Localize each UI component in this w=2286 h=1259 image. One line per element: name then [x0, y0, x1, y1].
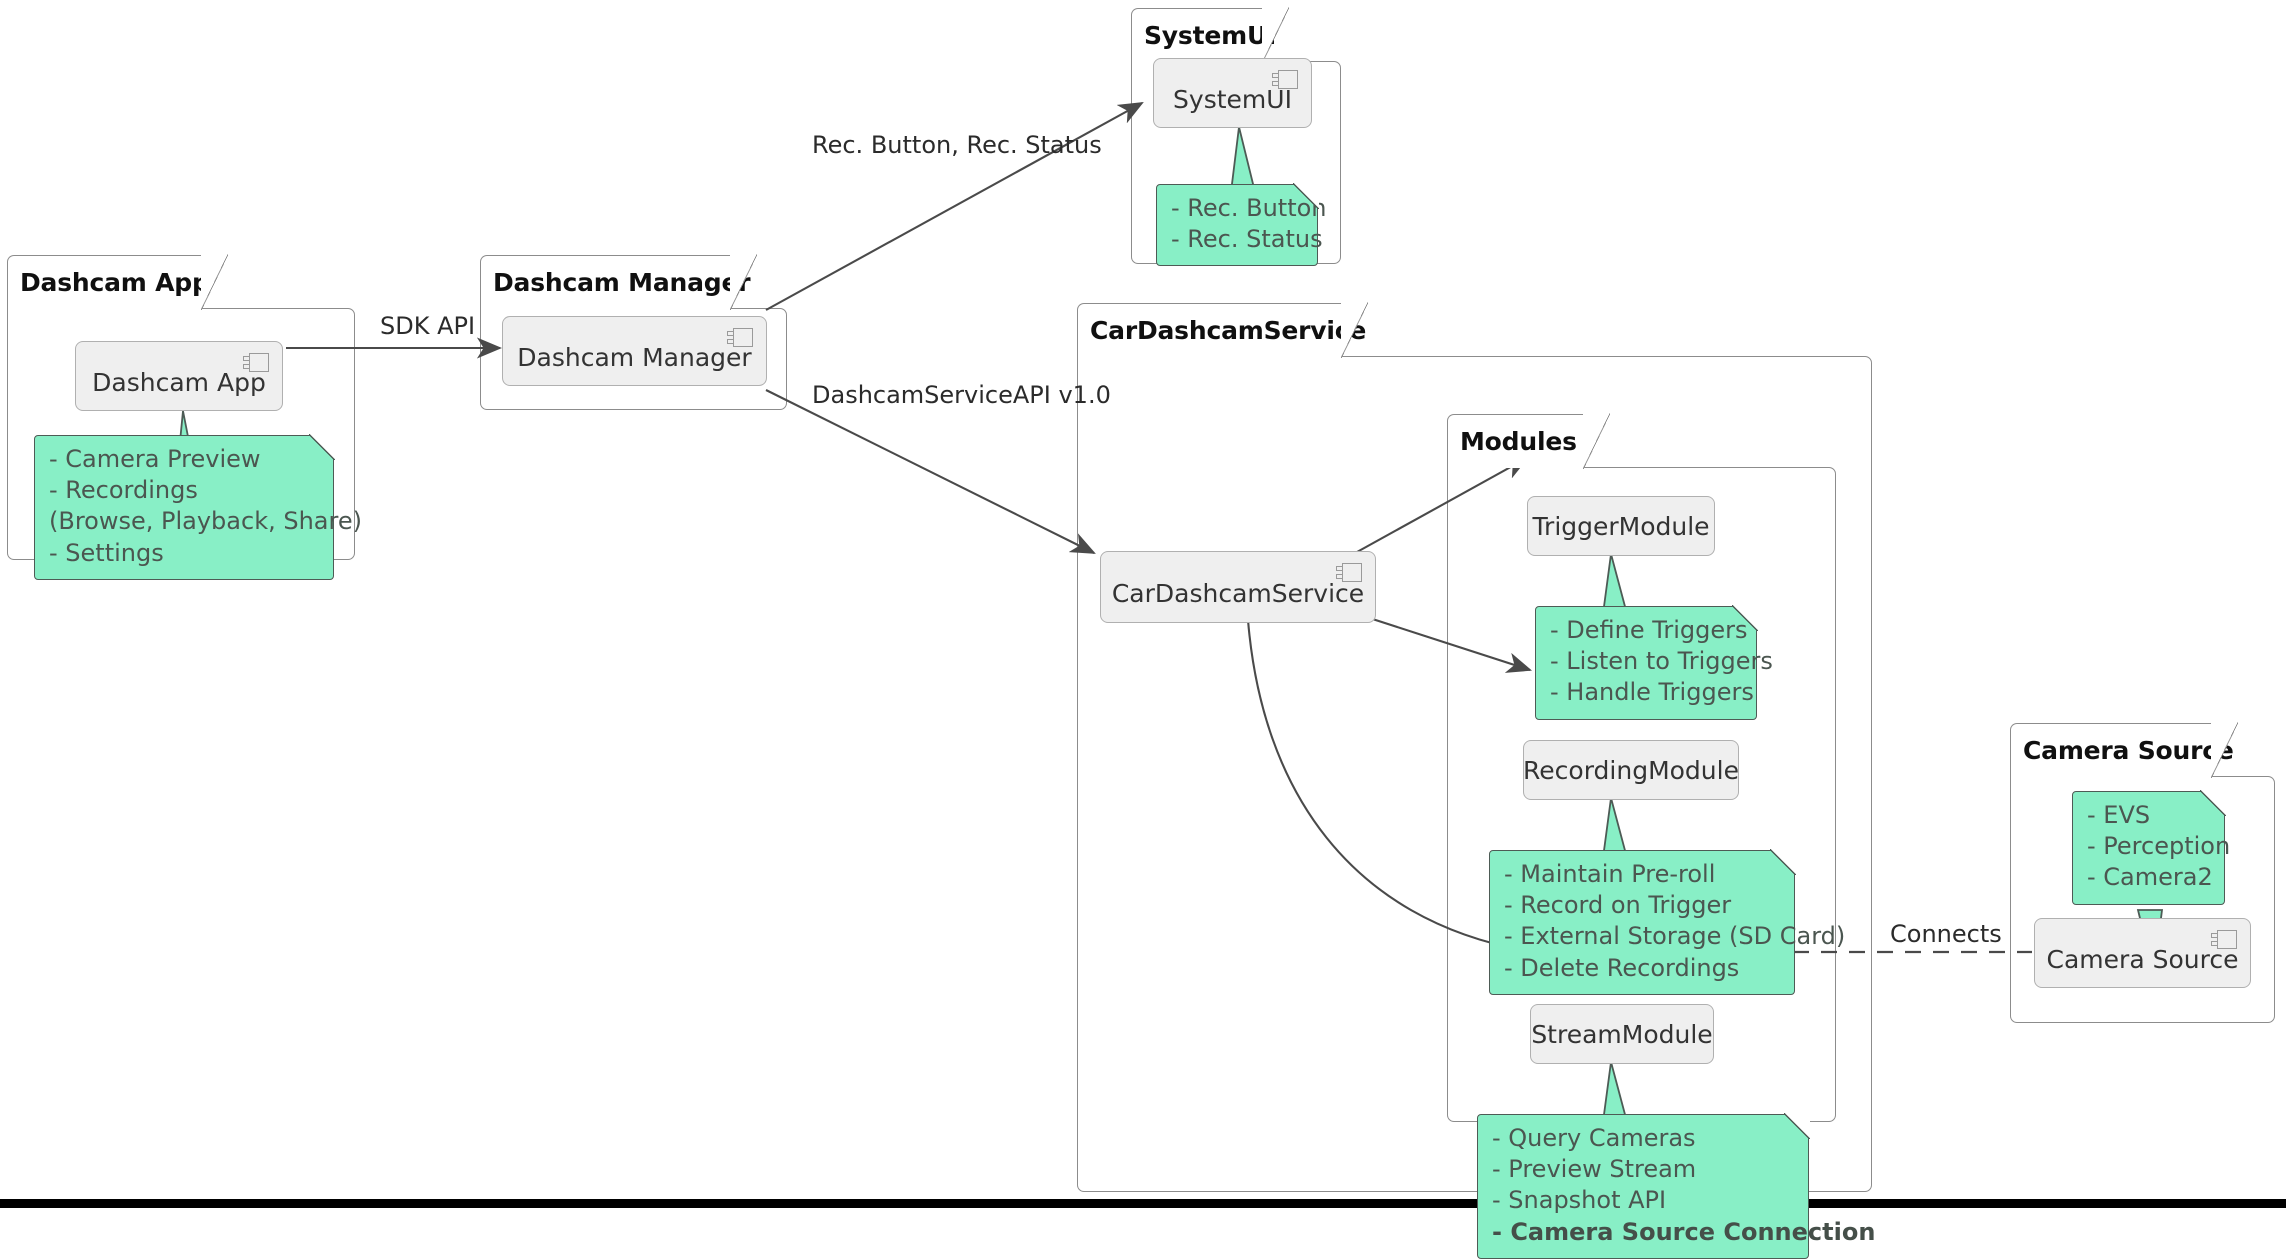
- note-line: - Perception: [2087, 832, 2231, 861]
- note-line: - EVS: [2087, 801, 2151, 829]
- note-line: - Rec. Status: [1171, 225, 1323, 254]
- edge-label-dashcam-service-api: DashcamServiceAPI v1.0: [812, 381, 1111, 409]
- bottom-border-bar: [0, 1199, 2286, 1208]
- package-camera-source: Camera Source - EVS - Perception - Camer…: [2010, 722, 2275, 1023]
- note-line: - Define Triggers: [1550, 616, 1748, 644]
- note-line: - Maintain Pre-roll: [1504, 860, 1716, 888]
- note-camera-source: - EVS - Perception - Camera2: [2072, 790, 2231, 905]
- uml-component-icon: [727, 328, 753, 347]
- uml-component-icon: [2211, 930, 2237, 949]
- note-fold-icon: [1783, 1113, 1810, 1140]
- component-stream-module[interactable]: StreamModule: [1530, 1004, 1714, 1064]
- note-fold-icon: [1292, 183, 1319, 210]
- component-dashcam-app[interactable]: Dashcam App: [75, 341, 283, 411]
- edge-service-trigger: [1356, 456, 1529, 553]
- note-line: - Handle Triggers: [1550, 678, 1754, 707]
- note-line: - Camera2: [2087, 863, 2213, 892]
- note-line: - External Storage (SD Card): [1504, 922, 1846, 951]
- note-recording-module: - Maintain Pre-roll - Record on Trigger …: [1489, 849, 1846, 995]
- component-camera-source[interactable]: Camera Source: [2034, 918, 2251, 988]
- note-line: - Camera Preview: [49, 445, 261, 473]
- edge-rec-button-status: [765, 101, 1144, 311]
- edge-service-stream: [1246, 619, 1531, 958]
- note-dashcam-app: - Camera Preview - Recordings (Browse, P…: [34, 434, 362, 580]
- note-system-ui: - Rec. Button - Rec. Status: [1156, 183, 1327, 267]
- note-line: - Rec. Button: [1171, 194, 1327, 222]
- package-title-system-ui: SystemUI: [1131, 7, 1289, 63]
- package-dashcam-manager: Dashcam Manager Dashcam Manager: [480, 254, 787, 410]
- component-label: CarDashcamService: [1111, 578, 1365, 608]
- note-line: - Query Cameras: [1492, 1124, 1696, 1152]
- edge-service-recording: [1356, 613, 1532, 673]
- note-stream-module: - Query Cameras - Preview Stream - Snaps…: [1477, 1113, 1876, 1259]
- note-fold-icon: [2199, 790, 2226, 817]
- edge-label-connects: Connects: [1890, 920, 2002, 948]
- component-label: StreamModule: [1531, 1019, 1713, 1049]
- component-label: RecordingModule: [1523, 755, 1739, 785]
- uml-component-icon: [243, 353, 269, 372]
- diagram-canvas: SDK API Rec. Button, Rec. Status Dashcam…: [0, 7, 2286, 1259]
- component-label: TriggerModule: [1532, 511, 1710, 541]
- edge-label-sdk-api: SDK API: [380, 312, 476, 340]
- edge-layer: [286, 101, 2032, 958]
- component-trigger-module[interactable]: TriggerModule: [1527, 496, 1715, 556]
- note-fold-icon: [1769, 849, 1796, 876]
- package-system-ui: SystemUI SystemUI - Rec. Button - Rec. S…: [1131, 7, 1341, 267]
- component-system-ui[interactable]: SystemUI: [1153, 58, 1312, 128]
- note-line: - Camera Source Connection: [1492, 1217, 1876, 1246]
- uml-component-icon: [1272, 70, 1298, 89]
- component-label: Camera Source: [2046, 944, 2239, 974]
- package-title-car-dashcam-service: CarDashcamService: [1077, 302, 1368, 358]
- component-label: SystemUI: [1173, 84, 1292, 114]
- note-fold-icon: [1731, 605, 1758, 632]
- note-fold-icon: [308, 434, 335, 461]
- component-label: Dashcam Manager: [517, 342, 752, 372]
- note-trigger-module: - Define Triggers - Listen to Triggers -…: [1535, 605, 1773, 720]
- package-title-dashcam-manager: Dashcam Manager: [480, 254, 757, 310]
- note-line: - Preview Stream: [1492, 1155, 1697, 1184]
- component-dashcam-manager[interactable]: Dashcam Manager: [502, 316, 767, 386]
- package-title-dashcam-app: Dashcam App: [7, 254, 228, 310]
- component-car-dashcam-service[interactable]: CarDashcamService: [1100, 551, 1376, 623]
- package-dashcam-app: Dashcam App Dashcam App - Camera Preview…: [7, 254, 362, 580]
- package-title-camera-source: Camera Source: [2010, 722, 2238, 778]
- note-line: - Recordings: [49, 476, 198, 505]
- component-recording-module[interactable]: RecordingModule: [1523, 740, 1739, 800]
- note-line: - Settings: [49, 538, 164, 567]
- note-line: - Listen to Triggers: [1550, 647, 1773, 676]
- note-line: (Browse, Playback, Share): [49, 507, 362, 536]
- package-title-modules: Modules: [1447, 413, 1610, 469]
- note-line: - Delete Recordings: [1504, 953, 1740, 982]
- edge-dashcam-service-api: [765, 389, 1096, 554]
- uml-component-icon: [1336, 563, 1362, 582]
- edge-label-rec-button-status: Rec. Button, Rec. Status: [812, 131, 1102, 159]
- note-line: - Snapshot API: [1492, 1186, 1667, 1215]
- component-label: Dashcam App: [92, 367, 266, 397]
- note-line: - Record on Trigger: [1504, 891, 1732, 920]
